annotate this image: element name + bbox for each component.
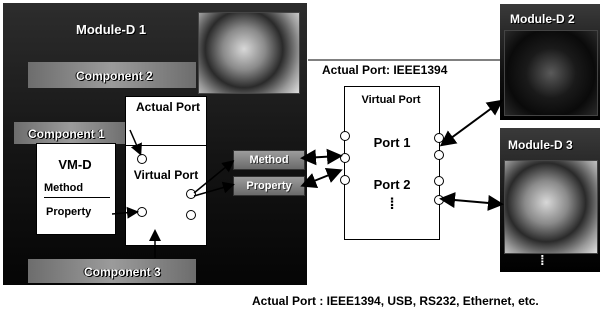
center-right-connector-3 <box>434 176 444 186</box>
vmd-divider <box>44 197 110 198</box>
module-d2-photo <box>504 30 598 116</box>
property-to-center-arrow <box>300 168 343 188</box>
vmd-property-label: Property <box>46 206 92 218</box>
component1-title: Component 1 <box>28 127 105 141</box>
method-to-center-arrow <box>300 148 343 166</box>
component-port-box <box>125 96 207 246</box>
center-left-connector-1 <box>340 131 350 141</box>
vport-connector-1 <box>186 189 196 199</box>
vport-to-property-arrow <box>193 181 235 197</box>
center-right-connector-2 <box>434 150 444 160</box>
vmd-arrow <box>111 206 139 219</box>
component3-title: Component 3 <box>84 265 161 279</box>
module-d3-more-icon: ⁞ <box>540 252 545 268</box>
module-d1-title: Module-D 1 <box>76 22 147 37</box>
module-d3-photo <box>504 160 598 254</box>
virtual-port-label: Virtual Port <box>133 168 199 182</box>
footer-note: Actual Port : IEEE1394, USB, RS232, Ethe… <box>252 294 539 308</box>
component2-title: Component 2 <box>76 69 153 83</box>
port2-to-d3-arrow <box>439 192 504 211</box>
actual-port-connector <box>137 154 147 164</box>
actual-port-label: Actual Port <box>135 100 200 114</box>
vmd-method-label: Method <box>44 182 84 194</box>
module-d3-title: Module-D 3 <box>508 138 573 152</box>
more-ports-icon: ⁞ <box>389 196 395 213</box>
component1-bar <box>14 122 128 144</box>
module-d1-photo <box>198 12 300 94</box>
component3-bar <box>28 259 196 283</box>
method-chip: Method <box>233 150 305 170</box>
port1-label: Port 1 <box>373 135 411 150</box>
module-d2-title: Module-D 2 <box>510 12 575 26</box>
port1-to-d2-arrow <box>439 99 504 147</box>
ieee1394-header: Actual Port: IEEE1394 <box>322 63 448 77</box>
center-virtual-port-box <box>344 86 440 240</box>
port-box-divider <box>125 145 207 146</box>
component2-arrow <box>129 129 142 156</box>
center-virtual-port-title: Virtual Port <box>361 94 421 106</box>
vmd-box <box>36 143 116 235</box>
property-chip: Property <box>233 176 305 196</box>
port2-label: Port 2 <box>373 177 411 192</box>
component2-bar <box>28 62 196 88</box>
vport-connector-2 <box>186 210 196 220</box>
vmd-title: VM-D <box>58 157 92 172</box>
vport-to-method-arrow <box>193 160 235 194</box>
